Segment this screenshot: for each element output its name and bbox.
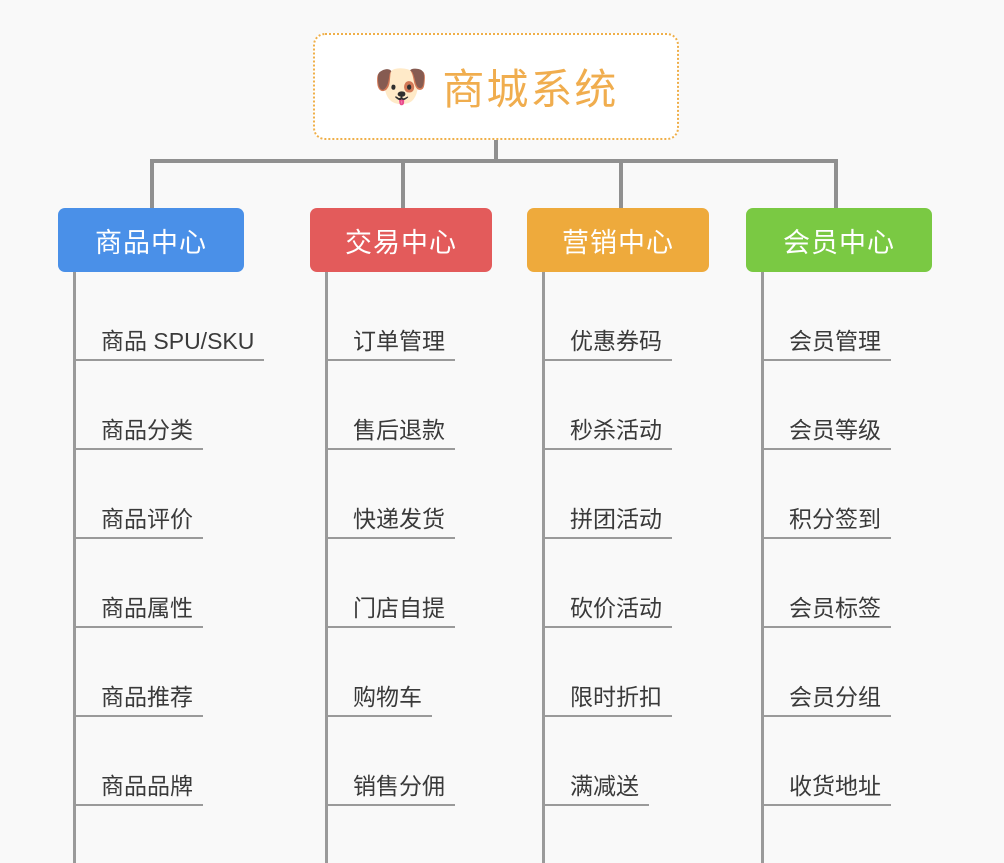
column-trade-center: 交易中心 订单管理 售后退款 快递发货 门店自提 购物车 销售分佣 [310, 208, 492, 863]
leaf-label: 积分签到 [761, 506, 891, 539]
leaf-label: 销售分佣 [325, 773, 455, 806]
connector-drop-1 [150, 159, 154, 208]
leaf-label: 快递发货 [325, 506, 455, 539]
leaf-item[interactable]: 会员分组 [761, 628, 891, 717]
connector-drop-4 [834, 159, 838, 208]
leaf-item[interactable]: 购物车 [325, 628, 455, 717]
leaf-item[interactable]: 砍价活动 [542, 539, 672, 628]
leaf-item[interactable]: 优惠券码 [542, 272, 672, 361]
leaf-item[interactable]: 限时折扣 [542, 628, 672, 717]
leaf-item[interactable]: 门店自提 [325, 539, 455, 628]
leaf-label: 会员管理 [761, 328, 891, 361]
leaf-label: 砍价活动 [542, 595, 672, 628]
leaf-item[interactable]: 积分签到 [761, 450, 891, 539]
leaf-item[interactable]: 会员等级 [761, 361, 891, 450]
leaf-item[interactable]: 快递发货 [325, 450, 455, 539]
leaf-item[interactable]: 售后退款 [325, 361, 455, 450]
category-node-member-center[interactable]: 会员中心 [746, 208, 932, 272]
leaf-item[interactable]: 商品分类 [73, 361, 264, 450]
category-node-trade-center[interactable]: 交易中心 [310, 208, 492, 272]
leaf-item[interactable]: 商品 SPU/SKU [73, 272, 265, 361]
category-node-product-center[interactable]: 商品中心 [58, 208, 244, 272]
leaf-item[interactable]: 订单管理 [325, 272, 455, 361]
category-label: 营销中心 [562, 227, 674, 258]
leaf-list-trade-center: 订单管理 售后退款 快递发货 门店自提 购物车 销售分佣 [325, 272, 455, 806]
leaf-list-product-center: 商品 SPU/SKU 商品分类 商品评价 商品属性 商品推荐 商品品牌 [73, 272, 265, 806]
leaf-label: 会员分组 [761, 684, 891, 717]
leaf-label: 会员等级 [761, 417, 891, 450]
mindmap-canvas: 🐶 商城系统 商品中心 商品 SPU/SKU 商品分类 商品评价 商品属性 商品… [58, 33, 932, 863]
leaf-item[interactable]: 商品推荐 [73, 628, 264, 717]
column-member-center: 会员中心 会员管理 会员等级 积分签到 会员标签 会员分组 收货地址 [746, 208, 932, 863]
leaf-label: 会员标签 [761, 595, 891, 628]
leaf-item[interactable]: 收货地址 [761, 717, 891, 806]
leaf-label: 门店自提 [325, 595, 455, 628]
leaf-label: 满减送 [542, 773, 649, 806]
leaf-item[interactable]: 满减送 [542, 717, 672, 806]
leaf-label: 商品属性 [73, 595, 203, 628]
branch-spine-marketing-center [542, 272, 545, 863]
root-node[interactable]: 🐶 商城系统 [313, 33, 679, 140]
leaf-label: 限时折扣 [542, 684, 672, 717]
category-label: 会员中心 [783, 227, 895, 258]
root-title: 商城系统 [442, 66, 619, 113]
leaf-list-marketing-center: 优惠券码 秒杀活动 拼团活动 砍价活动 限时折扣 满减送 [542, 272, 672, 806]
leaf-item[interactable]: 销售分佣 [325, 717, 455, 806]
dog-face-icon: 🐶 [373, 61, 429, 111]
leaf-item[interactable]: 商品评价 [73, 450, 264, 539]
column-product-center: 商品中心 商品 SPU/SKU 商品分类 商品评价 商品属性 商品推荐 商品品牌 [58, 208, 265, 863]
leaf-label: 收货地址 [761, 773, 891, 806]
leaf-list-member-center: 会员管理 会员等级 积分签到 会员标签 会员分组 收货地址 [761, 272, 891, 806]
category-node-marketing-center[interactable]: 营销中心 [527, 208, 709, 272]
leaf-item[interactable]: 拼团活动 [542, 450, 672, 539]
column-marketing-center: 营销中心 优惠券码 秒杀活动 拼团活动 砍价活动 限时折扣 满减送 [527, 208, 709, 863]
leaf-label: 拼团活动 [542, 506, 672, 539]
connector-root-stem [494, 140, 498, 163]
leaf-label: 购物车 [325, 684, 432, 717]
category-label: 商品中心 [95, 227, 207, 258]
leaf-item[interactable]: 商品品牌 [73, 717, 264, 806]
leaf-item[interactable]: 会员管理 [761, 272, 891, 361]
leaf-label: 商品品牌 [73, 773, 203, 806]
connector-drop-3 [619, 159, 623, 208]
branch-spine-product-center [73, 272, 76, 863]
leaf-item[interactable]: 秒杀活动 [542, 361, 672, 450]
leaf-label: 售后退款 [325, 417, 455, 450]
branch-spine-trade-center [325, 272, 328, 863]
leaf-label: 商品推荐 [73, 684, 203, 717]
leaf-label: 优惠券码 [542, 328, 672, 361]
leaf-label: 商品分类 [73, 417, 203, 450]
leaf-item[interactable]: 会员标签 [761, 539, 891, 628]
leaf-label: 商品评价 [73, 506, 203, 539]
connector-horizontal-bar [150, 159, 838, 163]
connector-drop-2 [401, 159, 405, 208]
category-label: 交易中心 [345, 227, 457, 258]
leaf-item[interactable]: 商品属性 [73, 539, 264, 628]
leaf-label: 秒杀活动 [542, 417, 672, 450]
leaf-label: 订单管理 [325, 328, 455, 361]
branch-spine-member-center [761, 272, 764, 863]
leaf-label: 商品 SPU/SKU [73, 328, 265, 361]
